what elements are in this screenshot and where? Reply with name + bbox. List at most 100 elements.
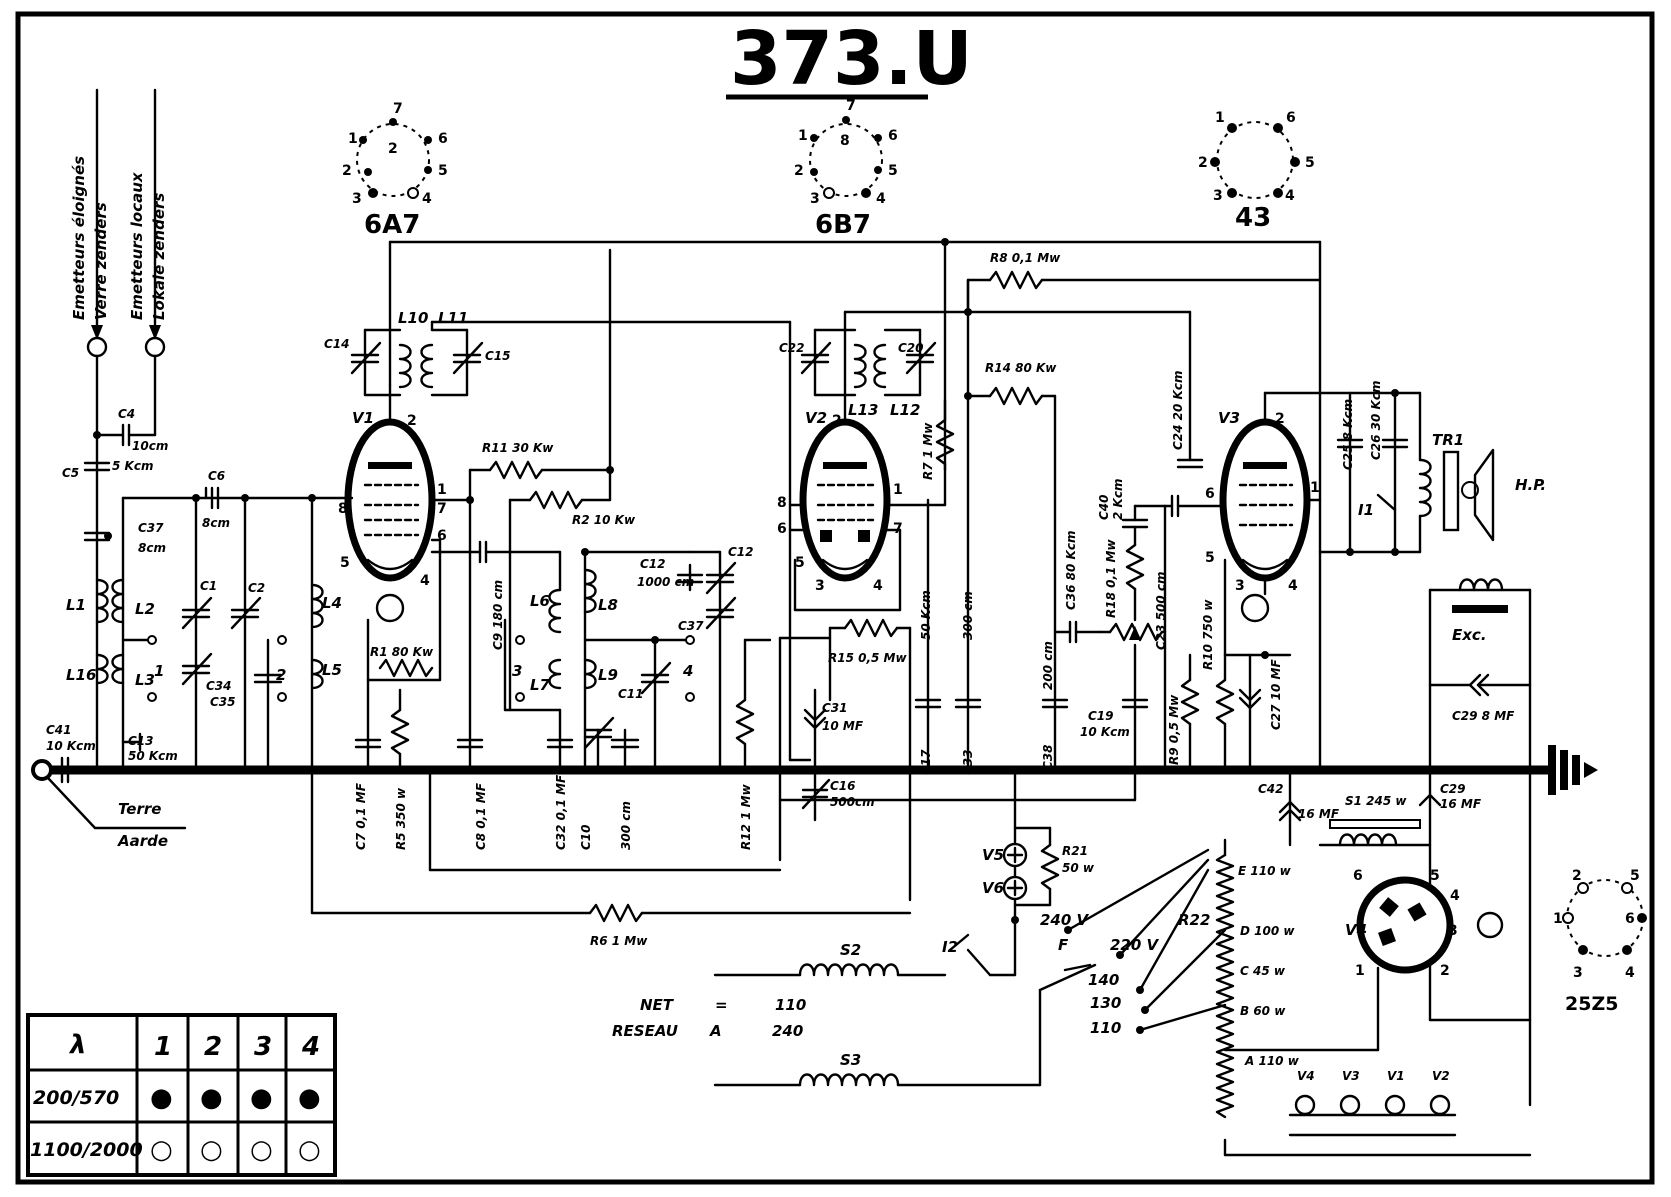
svg-text:R7 1 Mw: R7 1 Mw bbox=[921, 422, 935, 480]
svg-text:500cm: 500cm bbox=[830, 795, 875, 809]
svg-text:300 cm: 300 cm bbox=[961, 591, 975, 640]
sheet-border bbox=[15, 11, 1655, 1185]
svg-text:C5: C5 bbox=[62, 466, 79, 480]
svg-text:C36 80 Kcm: C36 80 Kcm bbox=[1064, 531, 1078, 610]
resistor-r6: R6 1 Mw bbox=[310, 768, 912, 948]
svg-text:130: 130 bbox=[1090, 994, 1121, 1012]
svg-text:10 MF: 10 MF bbox=[822, 719, 864, 733]
svg-text:C 45 w: C 45 w bbox=[1240, 964, 1286, 978]
svg-text:3: 3 bbox=[1235, 578, 1245, 594]
svg-text:A: A bbox=[709, 1022, 722, 1040]
svg-text:16 MF: 16 MF bbox=[1440, 797, 1482, 811]
svg-text:L11: L11 bbox=[438, 309, 468, 327]
svg-text:R22: R22 bbox=[1178, 911, 1210, 929]
svg-text:Verre zenders: Verre zenders bbox=[92, 202, 110, 320]
svg-text:V4: V4 bbox=[1345, 921, 1367, 939]
svg-text:H.P.: H.P. bbox=[1515, 476, 1546, 494]
svg-text:1: 1 bbox=[1215, 110, 1225, 126]
svg-text:A 110 w: A 110 w bbox=[1244, 1054, 1300, 1068]
tuning-caps-c1-c2: C1 C34 C35 C6 8cm C2 2 bbox=[181, 469, 287, 772]
svg-text:R2 10 Kw: R2 10 Kw bbox=[572, 513, 636, 527]
svg-text:3: 3 bbox=[1573, 965, 1583, 981]
svg-text:R15 0,5 Mw: R15 0,5 Mw bbox=[828, 651, 907, 665]
svg-text:2: 2 bbox=[832, 413, 842, 429]
svg-text:2: 2 bbox=[794, 163, 804, 179]
svg-text:300 cm: 300 cm bbox=[619, 801, 633, 850]
table-col-1: 1 bbox=[154, 1032, 172, 1062]
diagram-title: 373.U bbox=[730, 16, 973, 102]
tube-v2: V2 2 8 6 5 3 4 1 7 bbox=[777, 409, 903, 594]
svg-text:V3: V3 bbox=[1342, 1069, 1360, 1083]
svg-text:L7: L7 bbox=[530, 676, 551, 694]
svg-text:C37: C37 bbox=[678, 619, 704, 633]
svg-text:2: 2 bbox=[1198, 155, 1208, 171]
svg-text:6: 6 bbox=[1353, 868, 1363, 884]
band-switch-table: λ 1 2 3 4 200/570 ● ● ● ● 1100/2000 ○ ○ … bbox=[26, 1013, 337, 1177]
svg-text:C34: C34 bbox=[206, 679, 232, 693]
svg-text:8cm: 8cm bbox=[138, 541, 166, 555]
svg-text:R21: R21 bbox=[1062, 844, 1088, 858]
table-col-3: 3 bbox=[254, 1032, 272, 1062]
svg-text:V6: V6 bbox=[982, 879, 1004, 897]
svg-text:C42: C42 bbox=[1258, 782, 1284, 796]
svg-text:10 Kcm: 10 Kcm bbox=[46, 739, 96, 753]
svg-text:Lokale zenders: Lokale zenders bbox=[150, 193, 168, 320]
ground-label: Terre Aarde bbox=[46, 776, 187, 850]
svg-text:2: 2 bbox=[388, 141, 398, 157]
svg-text:6: 6 bbox=[1625, 911, 1635, 927]
svg-text:L8: L8 bbox=[598, 596, 618, 614]
antenna-far: Emetteurs éloignés Verre zenders bbox=[70, 88, 110, 358]
svg-text:240: 240 bbox=[772, 1022, 803, 1040]
pilot-lamps: V4 V3 V1 V2 bbox=[1288, 1069, 1457, 1137]
v2-detector-network: R7 1 Mw 50 Kcm C17 300 cm C33 bbox=[914, 238, 982, 775]
svg-text:Terre: Terre bbox=[118, 800, 161, 818]
base-diagram-43: 1 6 2 5 3 4 43 bbox=[1198, 110, 1315, 233]
svg-text:1: 1 bbox=[437, 482, 447, 498]
padder-caps-c12: C12 1000 cm C12 C37 bbox=[637, 545, 754, 772]
svg-text:C24 20 Kcm: C24 20 Kcm bbox=[1171, 371, 1185, 450]
svg-text:4: 4 bbox=[876, 191, 886, 207]
svg-text:C27 10 MF: C27 10 MF bbox=[1269, 658, 1283, 730]
svg-text:C32 0,1 MF: C32 0,1 MF bbox=[554, 774, 568, 850]
coil-l4-l5: L4 L5 bbox=[308, 494, 352, 772]
svg-text:C8 0,1 MF: C8 0,1 MF bbox=[474, 782, 488, 850]
tube-v3: V3 2 6 5 3 4 1 bbox=[1205, 409, 1320, 623]
table-cell: ○ bbox=[200, 1135, 223, 1165]
svg-text:C10: C10 bbox=[579, 824, 593, 850]
svg-text:2: 2 bbox=[276, 666, 286, 684]
v1-grid-network: R11 30 Kw R2 10 Kw C8 0,1 MF bbox=[430, 248, 636, 850]
svg-text:2 Kcm: 2 Kcm bbox=[1111, 479, 1125, 520]
antenna-local: Emetteurs locaux Lokale zenders bbox=[128, 88, 168, 358]
table-row-band: 200/570 bbox=[33, 1087, 119, 1109]
svg-text:6B7: 6B7 bbox=[815, 210, 871, 240]
svg-text:L13: L13 bbox=[848, 401, 878, 419]
svg-text:C6: C6 bbox=[208, 469, 225, 483]
svg-text:200 cm: 200 cm bbox=[1041, 641, 1055, 690]
svg-text:Emetteurs locaux: Emetteurs locaux bbox=[128, 171, 146, 320]
svg-text:43: 43 bbox=[1235, 203, 1271, 233]
svg-text:R18 0,1 Mw: R18 0,1 Mw bbox=[1104, 539, 1118, 618]
svg-text:Aarde: Aarde bbox=[117, 832, 168, 850]
svg-text:RESEAU: RESEAU bbox=[612, 1022, 678, 1040]
tube-v4: V4 6 5 4 3 2 1 bbox=[1223, 768, 1532, 1052]
svg-text:L2: L2 bbox=[135, 600, 155, 618]
svg-text:Exc.: Exc. bbox=[1452, 626, 1487, 644]
table-cell: ○ bbox=[250, 1135, 273, 1165]
svg-text:S2: S2 bbox=[840, 941, 861, 959]
svg-text:R5 350 w: R5 350 w bbox=[394, 787, 408, 850]
svg-text:110: 110 bbox=[1090, 1019, 1121, 1037]
svg-text:16 MF: 16 MF bbox=[1298, 807, 1340, 821]
table-cell: ● bbox=[200, 1083, 223, 1113]
svg-text:V3: V3 bbox=[1218, 409, 1240, 427]
if-transformer-l12-l13: C22 C20 L13 L12 bbox=[779, 328, 937, 424]
ground-terminal-left bbox=[31, 759, 53, 781]
svg-text:L5: L5 bbox=[322, 661, 342, 679]
svg-text:C26 30 Kcm: C26 30 Kcm bbox=[1369, 381, 1383, 460]
svg-text:=: = bbox=[715, 996, 728, 1014]
svg-text:4: 4 bbox=[422, 191, 432, 207]
svg-text:R9 0,5 Mw: R9 0,5 Mw bbox=[1167, 694, 1181, 765]
table-col-2: 2 bbox=[204, 1032, 222, 1062]
svg-text:S3: S3 bbox=[840, 1051, 861, 1069]
svg-text:240 V: 240 V bbox=[1040, 911, 1090, 929]
